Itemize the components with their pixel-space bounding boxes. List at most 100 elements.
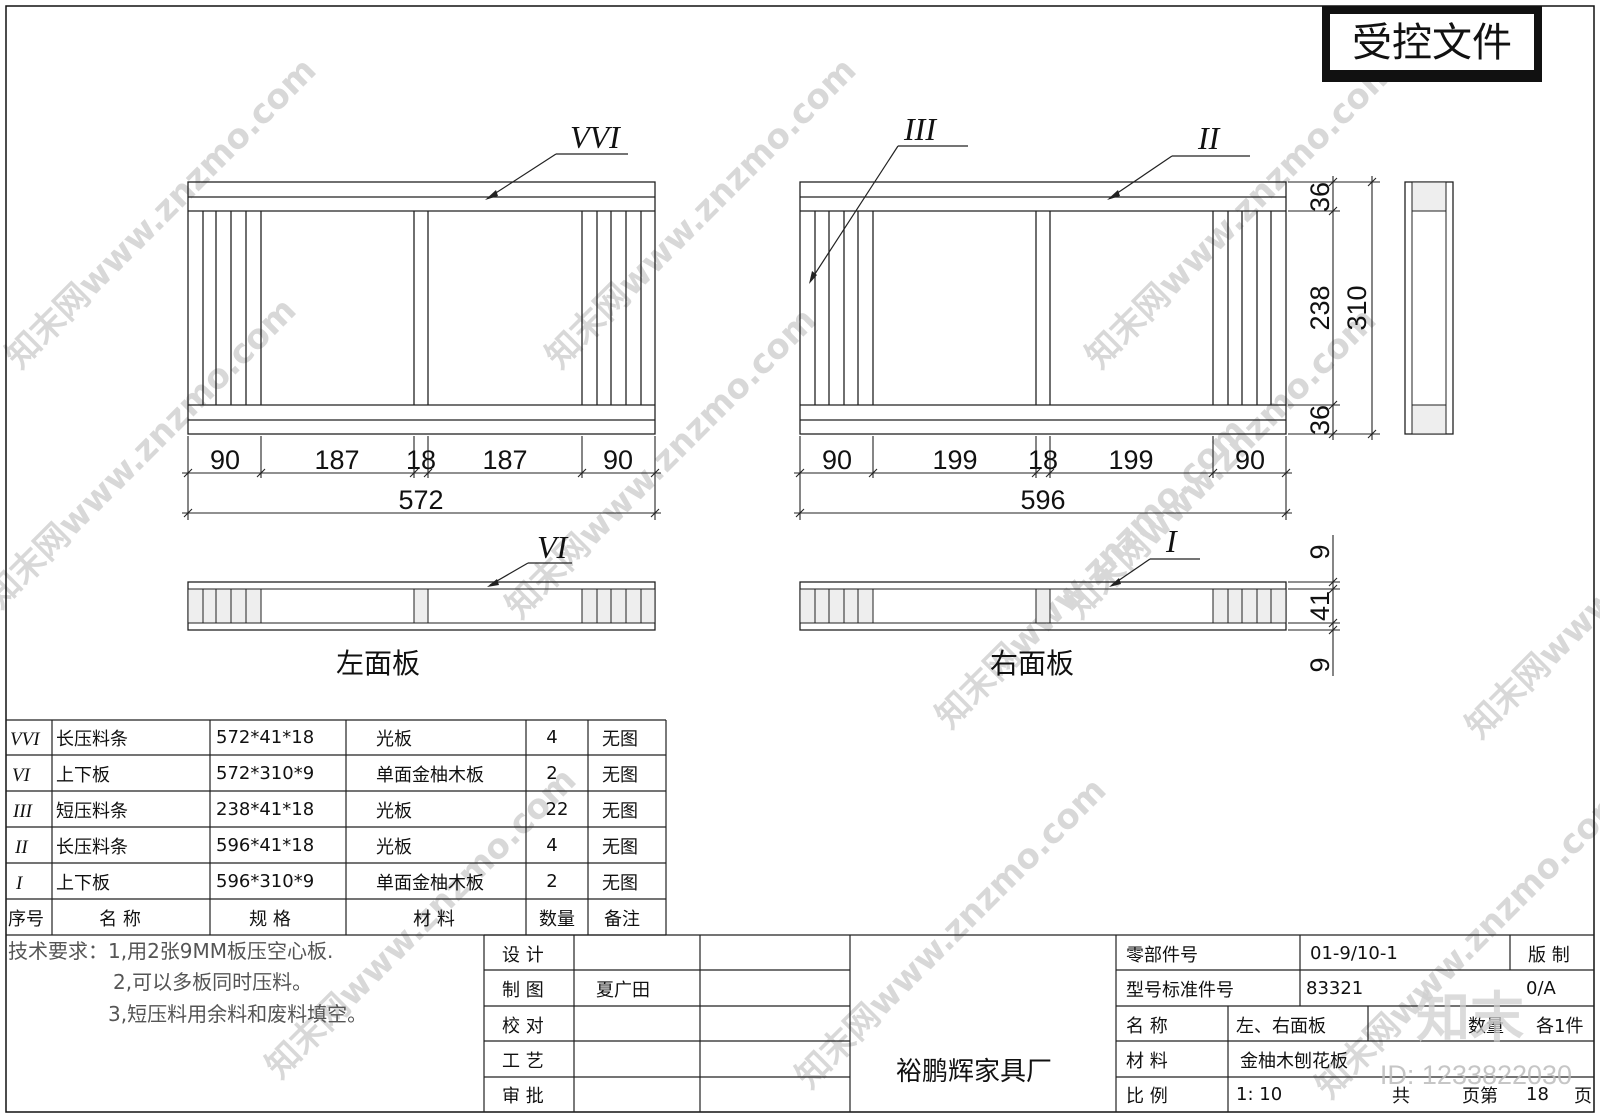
row-name: 上下板 bbox=[56, 765, 110, 786]
row-note: 无图 bbox=[602, 837, 638, 858]
signoff-grid bbox=[483, 934, 1594, 1112]
material-value: 金柚木刨花板 bbox=[1240, 1051, 1348, 1072]
page-total-label: 共 bbox=[1392, 1086, 1410, 1107]
signoff-drawing-name: 夏广田 bbox=[596, 980, 650, 1001]
parts-table-row: VVI 长压料条 572*41*18 光板 4 无图 bbox=[10, 727, 638, 750]
right-panel-section-view bbox=[799, 581, 1287, 631]
version-label: 版 制 bbox=[1528, 945, 1570, 966]
parts-table-row: III 短压料条 238*41*18 光板 22 无图 bbox=[12, 799, 638, 822]
row-no: II bbox=[14, 837, 29, 858]
side-dim-mid: 238 bbox=[1305, 285, 1335, 330]
watermark-logo: 知末 bbox=[1416, 986, 1524, 1049]
row-spec: 572*41*18 bbox=[216, 727, 314, 748]
section-dim-top: 9 bbox=[1305, 544, 1335, 559]
row-no: III bbox=[12, 801, 34, 822]
right-dim-5: 90 bbox=[1235, 445, 1265, 475]
left-panel-dimensions bbox=[182, 436, 661, 520]
parts-table-row: II 长压料条 596*41*18 光板 4 无图 bbox=[14, 835, 638, 858]
left-dim-5: 90 bbox=[603, 445, 633, 475]
watermark-text: 知末网www.znzmo.com bbox=[1458, 420, 1600, 746]
left-panel-title: 左面板 bbox=[336, 647, 420, 680]
row-material: 光板 bbox=[376, 801, 412, 822]
section-dim-mid: 41 bbox=[1305, 591, 1335, 621]
leader-label-iii: III bbox=[903, 111, 937, 147]
version-value: 0/A bbox=[1526, 978, 1557, 999]
right-panel-dimensions bbox=[794, 436, 1292, 520]
model-value: 83321 bbox=[1306, 978, 1363, 999]
row-qty: 2 bbox=[546, 763, 557, 784]
row-material: 单面金柚木板 bbox=[376, 873, 484, 894]
left-dim-total: 572 bbox=[398, 485, 443, 515]
qty-value: 各1件 bbox=[1536, 1016, 1583, 1037]
scale-label: 比 例 bbox=[1126, 1086, 1168, 1107]
parts-table-row: VI 上下板 572*310*9 单面金柚木板 2 无图 bbox=[12, 763, 638, 786]
right-dim-3: 18 bbox=[1028, 445, 1058, 475]
left-dim-1: 90 bbox=[210, 445, 240, 475]
row-material: 单面金柚木板 bbox=[376, 765, 484, 786]
row-qty: 4 bbox=[546, 835, 557, 856]
tech-req-line-2: 2,可以多板同时压料。 bbox=[113, 970, 312, 994]
row-material: 光板 bbox=[376, 837, 412, 858]
parts-table-header: 序号 名 称 规 格 材 料 数量 备注 bbox=[8, 909, 640, 930]
right-dim-2: 199 bbox=[932, 445, 977, 475]
left-dim-3: 18 bbox=[406, 445, 436, 475]
watermark-text: 知末网www.znzmo.com bbox=[788, 770, 1114, 1096]
row-qty: 22 bbox=[546, 799, 569, 820]
company-name: 裕鹏辉家具厂 bbox=[896, 1057, 1052, 1087]
tech-req-line-1: 技术要求：1,用2张9MM板压空心板. bbox=[8, 939, 333, 963]
parts-table-grid bbox=[6, 719, 667, 936]
part-no-value: 01-9/10-1 bbox=[1310, 943, 1398, 964]
row-qty: 2 bbox=[546, 871, 557, 892]
row-no: I bbox=[15, 873, 24, 894]
parts-table-row: I 上下板 596*310*9 单面金柚木板 2 无图 bbox=[15, 871, 638, 894]
signoff-check-label: 校 对 bbox=[502, 1016, 544, 1037]
name-label: 名 称 bbox=[1126, 1016, 1168, 1037]
qty-label: 数量 bbox=[1468, 1016, 1504, 1037]
row-no: VI bbox=[12, 765, 32, 786]
controlled-document-stamp: 受控文件 bbox=[1322, 6, 1542, 82]
header-note: 备注 bbox=[604, 909, 640, 930]
row-name: 上下板 bbox=[56, 873, 110, 894]
stamp-text: 受控文件 bbox=[1352, 20, 1512, 66]
row-material: 光板 bbox=[376, 729, 412, 750]
row-note: 无图 bbox=[602, 729, 638, 750]
signoff-design-label: 设 计 bbox=[502, 945, 544, 966]
row-spec: 596*41*18 bbox=[216, 835, 314, 856]
signoff-process-label: 工 艺 bbox=[502, 1051, 544, 1072]
page-label: 页第 bbox=[1462, 1086, 1498, 1107]
side-dim-bottom: 36 bbox=[1305, 405, 1335, 435]
row-spec: 572*310*9 bbox=[216, 763, 314, 784]
row-no: VVI bbox=[10, 729, 41, 750]
row-name: 长压料条 bbox=[56, 729, 128, 750]
left-panel-section-view bbox=[187, 581, 656, 631]
header-spec: 规 格 bbox=[249, 909, 291, 930]
part-no-label: 零部件号 bbox=[1126, 945, 1198, 966]
tech-requirements: 技术要求：1,用2张9MM板压空心板. 2,可以多板同时压料。 3,短压料用余料… bbox=[8, 939, 367, 1026]
section-dim-bottom: 9 bbox=[1305, 657, 1335, 672]
right-dim-4: 199 bbox=[1108, 445, 1153, 475]
leader-i: I bbox=[1109, 523, 1200, 587]
header-material: 材 料 bbox=[413, 909, 455, 930]
page-suffix: 页 bbox=[1574, 1086, 1592, 1107]
right-panel-front-view bbox=[799, 181, 1287, 435]
row-note: 无图 bbox=[602, 765, 638, 786]
name-value: 左、右面板 bbox=[1236, 1016, 1326, 1037]
right-panel-title: 右面板 bbox=[990, 647, 1074, 680]
left-dim-2: 187 bbox=[314, 445, 359, 475]
side-vertical-dimensions bbox=[1288, 176, 1380, 440]
side-dim-top: 36 bbox=[1305, 182, 1335, 212]
tech-req-line-3: 3,短压料用余料和废料填空。 bbox=[108, 1002, 367, 1026]
header-no: 序号 bbox=[8, 909, 44, 930]
row-spec: 596*310*9 bbox=[216, 871, 314, 892]
leader-label-i: I bbox=[1165, 523, 1178, 559]
leader-ii: II bbox=[1107, 120, 1250, 200]
section-vertical-dimensions bbox=[1288, 535, 1340, 676]
side-dim-total: 310 bbox=[1342, 285, 1372, 330]
left-panel-front-view bbox=[187, 181, 656, 435]
header-name: 名 称 bbox=[99, 909, 141, 930]
leader-vvi: VVI bbox=[485, 119, 628, 200]
leader-vi: VI bbox=[487, 529, 572, 587]
row-qty: 4 bbox=[546, 727, 557, 748]
left-dim-4: 187 bbox=[482, 445, 527, 475]
